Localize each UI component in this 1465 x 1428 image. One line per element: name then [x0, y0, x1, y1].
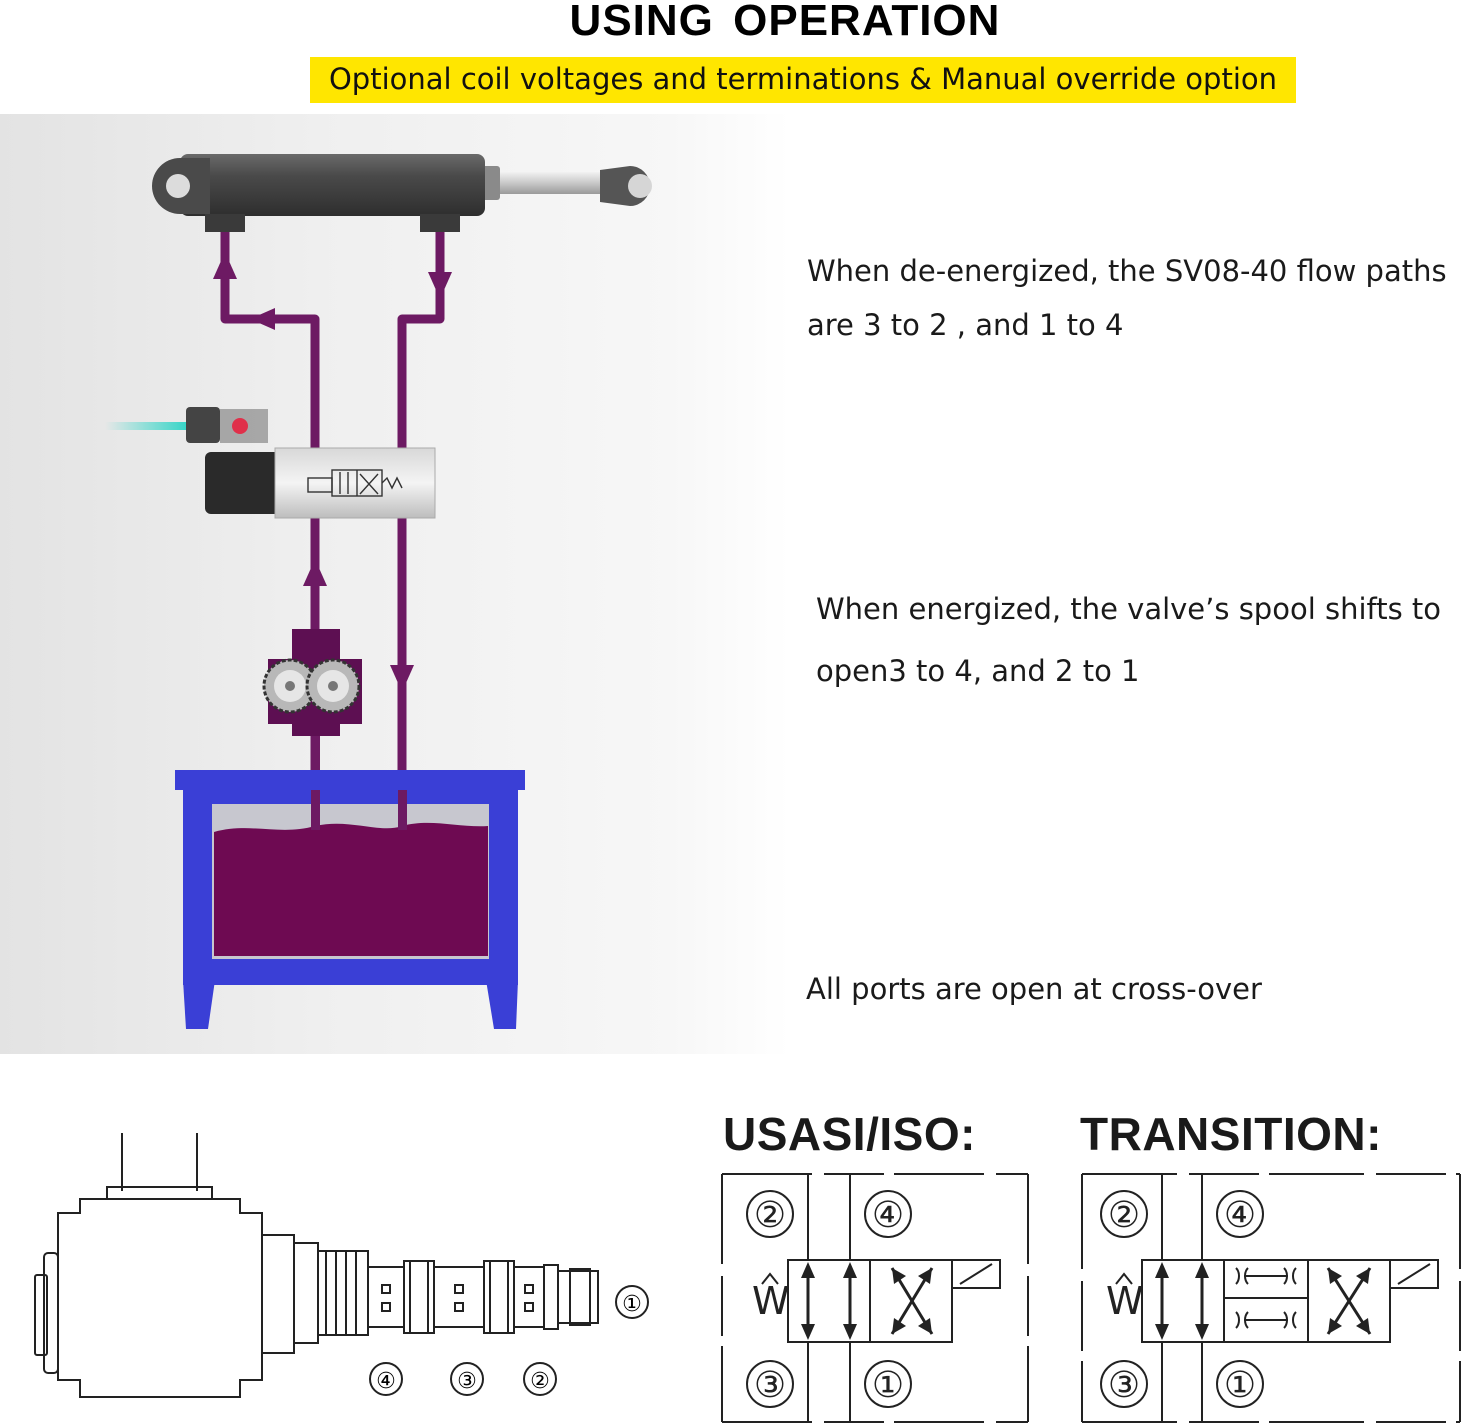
cartridge-valve-drawing: ① ④ ③ ②: [34, 1133, 649, 1398]
iso-spring-label: W: [752, 1279, 790, 1323]
transition-port-2: ②: [1108, 1195, 1140, 1236]
iso-port-4: ④: [872, 1195, 904, 1236]
energized-description: When energized, the valve’s spool shifts…: [816, 578, 1456, 702]
oil-tank: [175, 770, 525, 1029]
port-label-3: ③: [457, 1369, 477, 1394]
iso-port-1: ①: [872, 1365, 904, 1406]
subtitle-text: Optional coil voltages and terminations …: [328, 62, 1277, 96]
pipes: [220, 232, 445, 834]
transition-spring-label: W: [1106, 1279, 1144, 1323]
cross-over-description: All ports are open at cross-over: [806, 972, 1262, 1006]
hydraulic-circuit-illustration: [0, 114, 790, 1054]
port-label-1: ①: [622, 1292, 642, 1317]
page-title: USING OPERATION: [569, 0, 1001, 45]
de-energized-line-2: are 3 to 2 , and 1 to 4: [807, 308, 1124, 342]
transition-port-4: ④: [1224, 1195, 1256, 1236]
port-label-4: ④: [376, 1369, 396, 1394]
solenoid-valve: [105, 407, 436, 519]
energized-line-1: When energized, the valve’s spool shifts…: [816, 592, 1442, 626]
transition-port-1: ①: [1224, 1365, 1256, 1406]
transition-port-3: ③: [1108, 1365, 1140, 1406]
iso-port-2: ②: [754, 1195, 786, 1236]
energized-line-2: open3 to 4, and 2 to 1: [816, 654, 1140, 688]
usasi-iso-symbol: ② ④ ③ ① W: [721, 1173, 1029, 1423]
de-energized-description: When de-energized, the SV08-40 flow path…: [807, 244, 1457, 352]
subtitle-banner: Optional coil voltages and terminations …: [310, 57, 1296, 103]
transition-symbol: ② ④ ③ ① W: [1081, 1173, 1461, 1423]
flow-arrows: [213, 252, 452, 692]
usasi-iso-heading: USASI/ISO:: [723, 1108, 976, 1160]
de-energized-line-1: When de-energized, the SV08-40 flow path…: [807, 254, 1447, 288]
port-label-2: ②: [530, 1369, 550, 1394]
gear-pump: [262, 629, 362, 774]
transition-heading: TRANSITION:: [1080, 1108, 1382, 1160]
circuit-svg: [105, 154, 652, 1029]
hydraulic-cylinder: [152, 154, 652, 232]
iso-port-3: ③: [754, 1365, 786, 1406]
